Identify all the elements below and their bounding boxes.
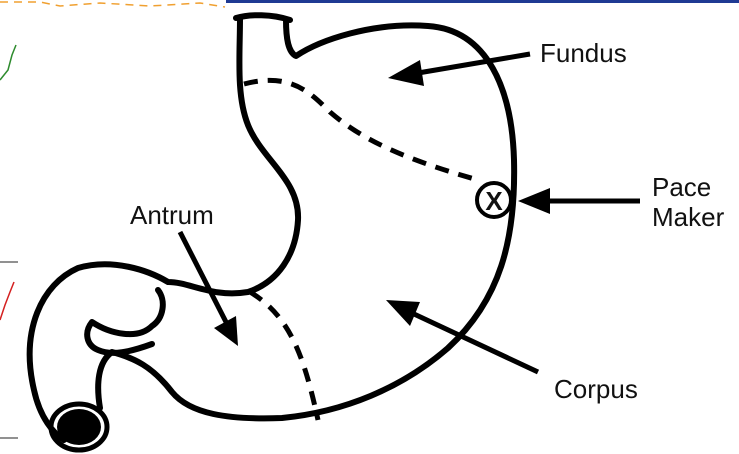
label-pacemaker-line2: Maker bbox=[652, 202, 725, 232]
label-corpus: Corpus bbox=[554, 374, 638, 404]
fundus-corpus-boundary bbox=[244, 80, 478, 180]
corpus-antrum-boundary bbox=[250, 292, 318, 420]
pacemaker-x: X bbox=[485, 186, 503, 216]
left-edge-artifacts bbox=[0, 0, 739, 438]
green-plot-fragment bbox=[0, 45, 16, 80]
antrum-arrow bbox=[180, 232, 238, 346]
label-fundus: Fundus bbox=[540, 38, 627, 68]
esophagus-top bbox=[236, 15, 290, 20]
stomach-shape bbox=[30, 15, 514, 450]
red-plot-fragment bbox=[0, 282, 14, 320]
pacemaker-arrowhead bbox=[518, 188, 550, 214]
duodenum-opening bbox=[57, 409, 101, 445]
fundus-arrow bbox=[388, 54, 530, 86]
top-border-bar bbox=[226, 0, 739, 3]
antrum-arrow-shaft bbox=[180, 232, 226, 322]
orange-plot-fragment bbox=[0, 2, 225, 7]
label-pacemaker-line1: Pace bbox=[652, 172, 711, 202]
pacemaker-marker: X bbox=[477, 183, 511, 217]
corpus-arrow bbox=[386, 300, 538, 372]
label-antrum: Antrum bbox=[130, 200, 214, 230]
fundus-arrow-shaft bbox=[418, 54, 530, 73]
corpus-arrowhead bbox=[386, 300, 420, 326]
pacemaker-arrow bbox=[518, 188, 640, 214]
fundus-arrowhead bbox=[388, 60, 424, 86]
duodenum-inner bbox=[87, 290, 163, 353]
